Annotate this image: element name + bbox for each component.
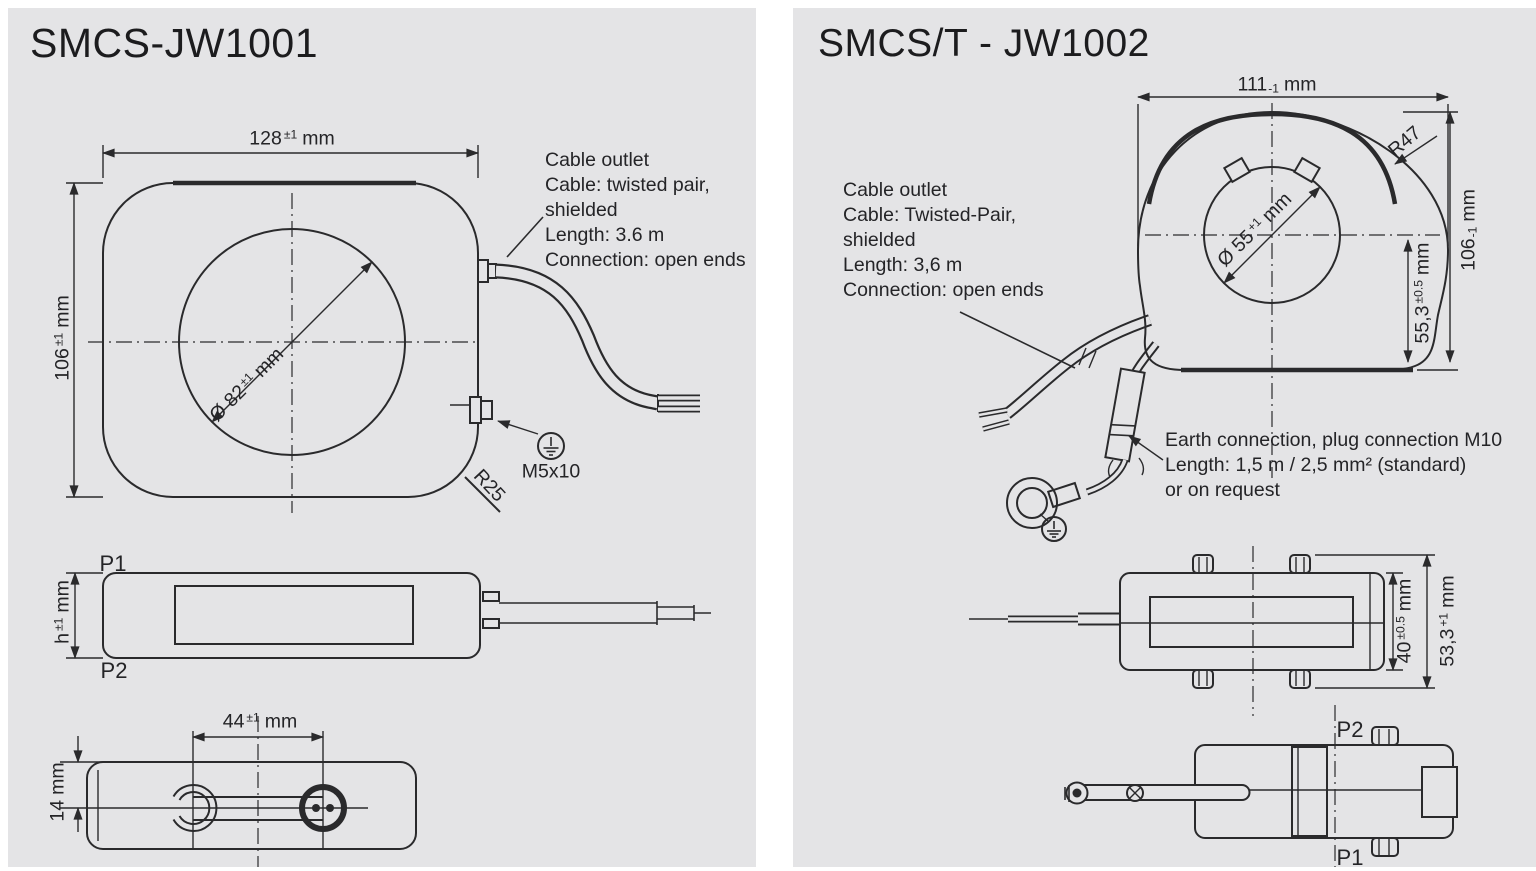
jw1001-side-view	[66, 571, 711, 660]
product-title-jw1002: SMCS/T - JW1002	[818, 22, 1150, 65]
jw1002-side-view	[969, 546, 1435, 716]
dim-side-height-jw1001: h±1mm	[51, 580, 74, 644]
p1-label-jw1002: P1	[1336, 845, 1364, 870]
cable-note-jw1002: Cable outlet Cable: Twisted-Pair, shield…	[843, 179, 1044, 301]
jw1001-bottom-view	[60, 716, 417, 867]
dim-height-jw1001: 106±1mm	[51, 295, 74, 381]
dim-body-height-jw1002: 40±0.5mm	[1393, 578, 1416, 664]
jw1001-drawing	[60, 145, 711, 867]
product-title-jw1001: SMCS-JW1001	[30, 20, 319, 66]
earth-note-leader	[1128, 435, 1164, 461]
p2-label-jw1002: P2	[1336, 717, 1364, 742]
cable-note-leader	[506, 216, 544, 258]
earth-symbol-icon	[537, 432, 565, 460]
cable-note-leader	[959, 311, 1076, 369]
earth-symbol-icon	[1041, 516, 1067, 542]
jw1001-front-view	[66, 145, 700, 513]
dim-center-to-bottom-jw1002: 55,3±0.5mm	[1411, 242, 1434, 344]
jw1002-drawing	[959, 92, 1458, 867]
earth-screw-label: M5x10	[521, 460, 581, 483]
jw1002-bottom-view	[1064, 705, 1458, 867]
cable-note-jw1001: Cable outlet Cable: twisted pair, shield…	[545, 149, 746, 271]
r25-leader	[464, 476, 501, 513]
dim-edge-offset-jw1001: 14mm	[46, 762, 69, 822]
r47-leader	[1394, 135, 1438, 165]
earth-note-jw1002: Earth connection, plug connection M10 Le…	[1165, 429, 1503, 501]
p2-label-jw1001: P2	[100, 658, 128, 683]
dim-total-height-jw1002: 53,3+1mm	[1436, 575, 1459, 667]
dim-height-jw1002: 106-1mm	[1457, 189, 1480, 271]
p1-label-jw1001: P1	[99, 551, 127, 576]
jw1002-front-view	[959, 92, 1458, 542]
